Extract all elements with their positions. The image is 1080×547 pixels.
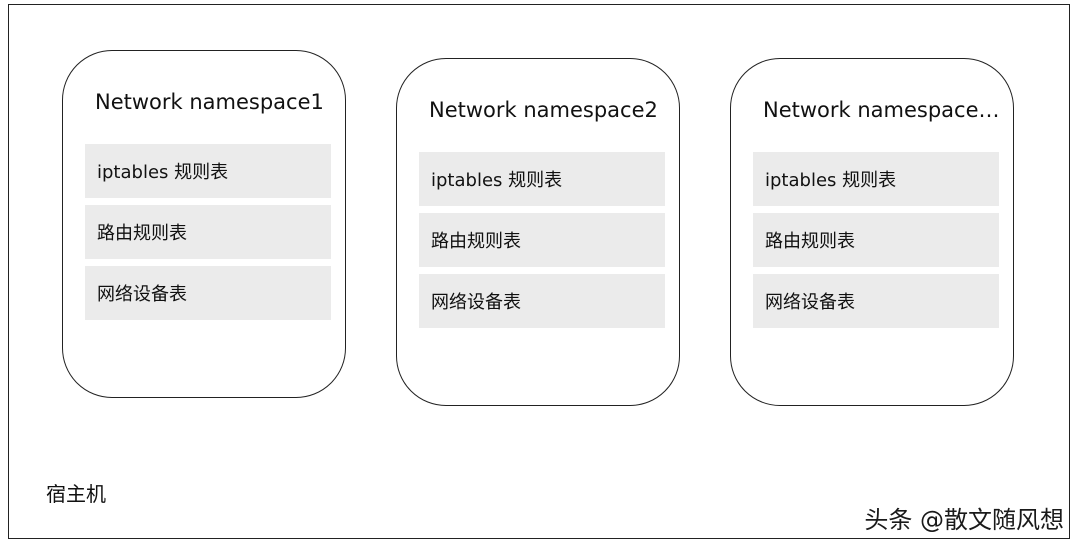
network-device-table-2: 网络设备表 [419,274,665,328]
routing-table-3: 路由规则表 [753,213,999,267]
namespace-title-3: Network namespace… [763,98,1000,122]
routing-table-2: 路由规则表 [419,213,665,267]
namespace-box-3: Network namespace… iptables 规则表 路由规则表 网络… [730,58,1014,406]
host-machine-label: 宿主机 [46,482,106,506]
routing-table-1: 路由规则表 [85,205,331,259]
iptables-table-1: iptables 规则表 [85,144,331,198]
network-device-table-3: 网络设备表 [753,274,999,328]
namespace-box-1: Network namespace1 iptables 规则表 路由规则表 网络… [62,50,346,398]
network-device-table-1: 网络设备表 [85,266,331,320]
watermark: 头条 @散文随风想 [864,506,1064,534]
iptables-table-2: iptables 规则表 [419,152,665,206]
namespace-box-2: Network namespace2 iptables 规则表 路由规则表 网络… [396,58,680,406]
iptables-table-3: iptables 规则表 [753,152,999,206]
namespace-title-1: Network namespace1 [95,90,324,114]
namespace-title-2: Network namespace2 [429,98,658,122]
